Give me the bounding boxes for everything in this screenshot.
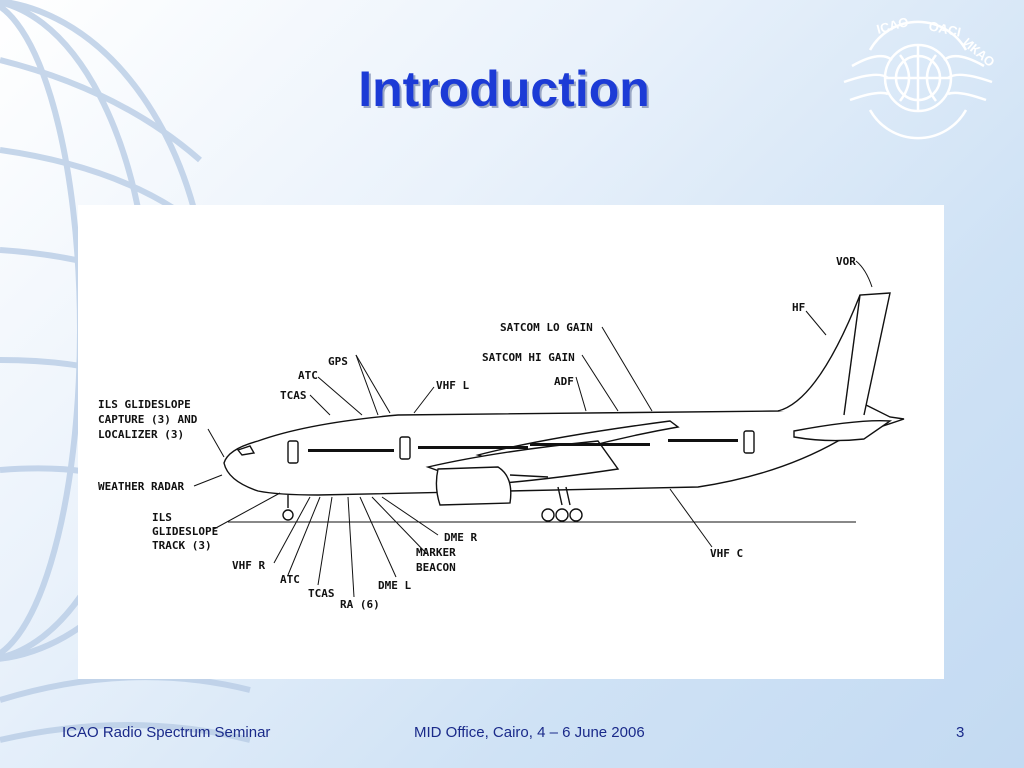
icao-logo: ICAO • OACI • ИКАО ICAO OACI ИКАО <box>830 10 1000 160</box>
label-weather-radar: WEATHER RADAR <box>98 480 184 493</box>
slide-title: Introduction <box>358 61 650 117</box>
cabin-windows <box>308 439 738 452</box>
label-ils-track-1: ILS <box>152 511 172 524</box>
label-tcas-bottom: TCAS <box>308 587 335 600</box>
label-marker-1: MARKER <box>416 546 456 559</box>
label-vhf-l: VHF L <box>436 379 469 392</box>
footer-venue: MID Office, Cairo, 4 – 6 June 2006 <box>414 724 645 741</box>
aircraft-antenna-diagram: VOR HF SATCOM LO GAIN SATCOM HI GAIN ADF… <box>78 205 944 679</box>
leader-lines <box>193 260 873 598</box>
label-gps: GPS <box>328 355 348 368</box>
svg-text:OACI: OACI <box>927 18 962 39</box>
antenna-labels: VOR HF SATCOM LO GAIN SATCOM HI GAIN ADF… <box>98 255 856 611</box>
label-ils-capture-1: ILS GLIDESLOPE <box>98 398 191 411</box>
footer-page-number: 3 <box>956 724 965 741</box>
svg-text:ICAO: ICAO <box>875 14 910 37</box>
label-vhf-c: VHF C <box>710 547 743 560</box>
label-vor: VOR <box>836 255 856 268</box>
label-atc-bottom: ATC <box>280 573 300 586</box>
icao-emblem-icon: ICAO OACI ИКАО <box>843 14 998 140</box>
label-marker-2: BEACON <box>416 561 456 574</box>
label-adf: ADF <box>554 375 574 388</box>
label-tcas-top: TCAS <box>280 389 307 402</box>
label-atc-top: ATC <box>298 369 318 382</box>
diagram-canvas: VOR HF SATCOM LO GAIN SATCOM HI GAIN ADF… <box>98 255 905 611</box>
label-ra: RA (6) <box>340 598 380 611</box>
label-satcom-lo: SATCOM LO GAIN <box>500 321 593 334</box>
label-ils-capture-2: CAPTURE (3) AND <box>98 413 198 426</box>
footer-seminar: ICAO Radio Spectrum Seminar <box>62 724 271 741</box>
label-vhf-r: VHF R <box>232 559 265 572</box>
label-ils-track-2: GLIDESLOPE <box>152 525 218 538</box>
label-dme-l: DME L <box>378 579 411 592</box>
label-ils-track-3: TRACK (3) <box>152 539 212 552</box>
label-ils-capture-3: LOCALIZER (3) <box>98 428 184 441</box>
aircraft-outline <box>223 292 905 522</box>
label-satcom-hi: SATCOM HI GAIN <box>482 351 575 364</box>
label-dme-r: DME R <box>444 531 477 544</box>
label-hf: HF <box>792 301 805 314</box>
